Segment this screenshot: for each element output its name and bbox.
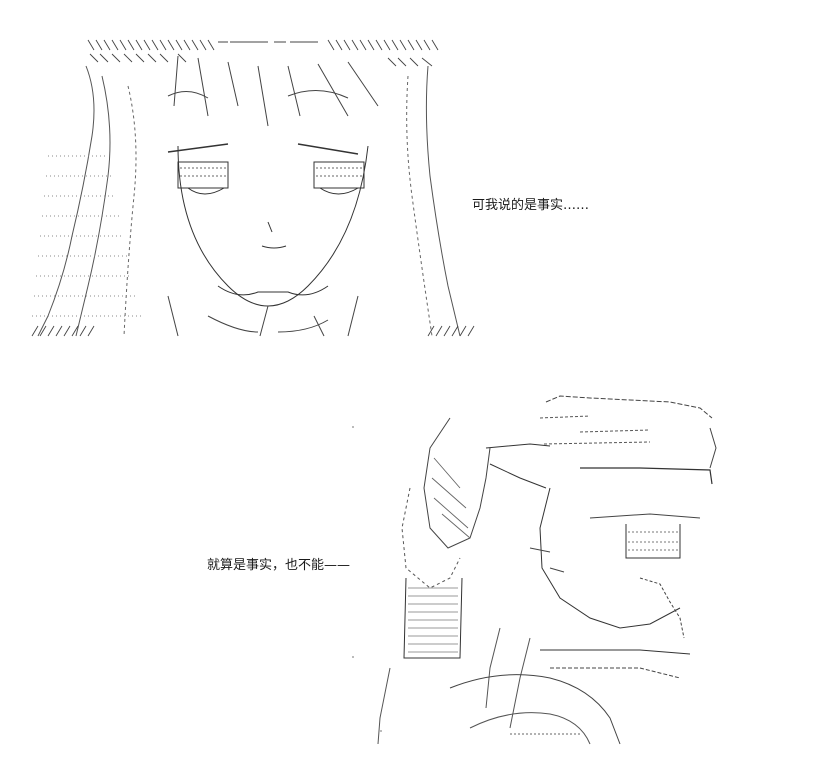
panel-caption: 可我说的是事实…… [472, 198, 590, 213]
ascii-art-girl-pointing-icon [350, 388, 730, 748]
ascii-art-girl-face-icon [28, 36, 488, 346]
stray-mark [352, 426, 354, 428]
stray-mark [352, 656, 354, 658]
stray-mark [380, 730, 382, 732]
panel-caption: 就算是事实，也不能—— [207, 558, 351, 573]
